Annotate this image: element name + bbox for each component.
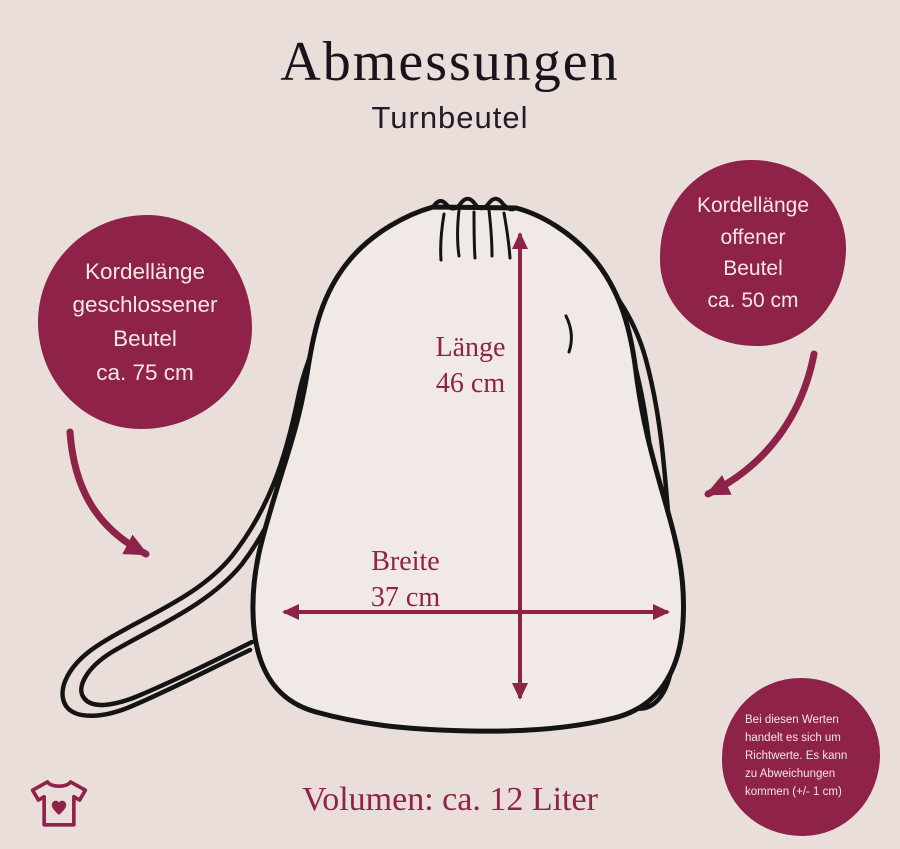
disclaimer-line1: Bei diesen Werten — [745, 714, 839, 727]
badge-cord-closed-line2: geschlossener — [72, 292, 218, 318]
badge-cord-open-line2: offener — [720, 225, 786, 249]
badge-cord-closed-line4: ca. 75 cm — [96, 359, 194, 385]
disclaimer-line5: kommen (+/- 1 cm) — [745, 785, 842, 798]
right-pointer-arrow — [704, 350, 818, 498]
tshirt-heart-logo-icon — [30, 780, 88, 827]
width-label-text: Breite — [371, 546, 440, 577]
disclaimer-line4: zu Abweichungen — [745, 767, 836, 780]
length-label: Länge 46 cm — [398, 330, 543, 402]
badge-cord-closed: Kordellänge geschlossener Beutel ca. 75 … — [38, 215, 252, 429]
badge-cord-open-line3: Beutel — [723, 257, 783, 280]
length-label-text: Länge — [435, 332, 506, 363]
length-value-text: 46 cm — [435, 367, 506, 399]
brand-logo — [26, 775, 92, 840]
disclaimer-line3: Richtwerte. Es kann — [745, 750, 848, 763]
left-pointer-arrow — [66, 428, 150, 558]
bag-pleats — [439, 208, 573, 354]
disclaimer-badge: Bei diesen Werten handelt es sich um Ric… — [722, 678, 880, 836]
width-value-text: 37 cm — [370, 581, 441, 613]
badge-cord-closed-line1: Kordellänge — [84, 258, 206, 284]
badge-cord-open-line4: ca. 50 cm — [707, 288, 799, 312]
page-subtitle: Turnbeutel — [371, 100, 529, 135]
badge-cord-open-line1: Kordellänge — [696, 194, 810, 217]
badge-cord-open: Kordellänge offener Beutel ca. 50 cm — [660, 160, 846, 346]
width-label: Breite 37 cm — [333, 544, 478, 616]
volume-text: Volumen: ca. 12 Liter — [302, 781, 598, 818]
badge-cord-closed-line3: Beutel — [113, 326, 177, 351]
disclaimer-line2: handelt es sich um — [745, 732, 841, 745]
bag-body — [250, 196, 686, 734]
page-title: Abmessungen — [280, 31, 620, 93]
